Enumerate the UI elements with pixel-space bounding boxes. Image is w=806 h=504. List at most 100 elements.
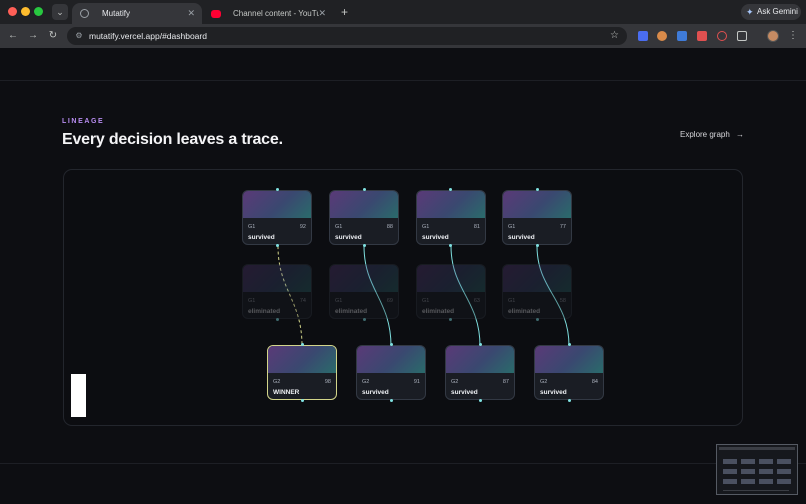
lineage-node-eliminated[interactable]: G1 74 eliminated xyxy=(242,264,312,319)
node-generation: G1 xyxy=(508,224,516,230)
node-port xyxy=(449,318,452,321)
ask-gemini-label: Ask Gemini xyxy=(757,7,798,16)
url-text[interactable]: mutatify.vercel.app/#dashboard xyxy=(89,31,207,41)
tab-youtube-studio[interactable]: Channel content - YouTube Studio ✕ xyxy=(203,3,333,24)
node-score: 81 xyxy=(473,224,480,230)
node-status: eliminated xyxy=(335,308,368,315)
node-status: survived xyxy=(540,389,567,396)
node-port xyxy=(479,343,482,346)
bookmark-star-icon[interactable]: ☆ xyxy=(610,30,619,41)
node-score: 87 xyxy=(502,379,509,385)
lineage-node-eliminated[interactable]: G1 58 eliminated xyxy=(502,264,572,319)
lineage-node-eliminated[interactable]: G1 63 eliminated xyxy=(416,264,486,319)
node-generation: G2 xyxy=(362,379,370,385)
node-score: 92 xyxy=(299,224,306,230)
node-score: 91 xyxy=(413,379,420,385)
extensions-puzzle-icon[interactable] xyxy=(737,31,747,41)
lineage-node[interactable]: G1 81 survived xyxy=(416,190,486,245)
extension-bookmark-icon[interactable] xyxy=(638,31,648,41)
node-port xyxy=(449,244,452,247)
node-generation: G1 xyxy=(422,224,430,230)
node-port xyxy=(363,188,366,191)
node-status: survived xyxy=(422,234,449,241)
lineage-node-eliminated[interactable]: G1 69 eliminated xyxy=(329,264,399,319)
lineage-node[interactable]: G1 92 survived xyxy=(242,190,312,245)
lineage-node[interactable]: G2 84 survived xyxy=(534,345,604,400)
edge-winner xyxy=(277,245,303,347)
node-generation: G2 xyxy=(540,379,548,385)
lineage-node[interactable]: G2 87 survived xyxy=(445,345,515,400)
node-port xyxy=(568,343,571,346)
extension-folder-icon[interactable] xyxy=(677,31,687,41)
page-minimap-thumbnail[interactable] xyxy=(716,444,798,495)
close-tab-icon[interactable]: ✕ xyxy=(318,8,326,18)
extension-timer-icon[interactable] xyxy=(717,31,727,41)
explore-graph-label: Explore graph xyxy=(680,130,730,139)
node-score: 88 xyxy=(386,224,393,230)
white-block xyxy=(71,374,86,417)
edge-survivor xyxy=(450,245,481,347)
minimize-window-button[interactable] xyxy=(21,7,30,16)
browser-tabstrip: ⌄ Mutatify ✕ Channel content - YouTube S… xyxy=(0,0,806,24)
arrow-right-icon: → xyxy=(736,130,745,139)
node-port xyxy=(276,244,279,247)
close-tab-icon[interactable]: ✕ xyxy=(187,8,195,18)
back-arrow-icon[interactable]: ← xyxy=(8,30,18,41)
node-port xyxy=(301,343,304,346)
node-port xyxy=(449,188,452,191)
node-score: 77 xyxy=(559,224,566,230)
node-port xyxy=(536,318,539,321)
edge-survivor xyxy=(536,245,570,347)
tab-search-chevron-icon[interactable]: ⌄ xyxy=(52,4,68,20)
browser-toolbar: ← → ↻ ⚙ mutatify.vercel.app/#dashboard ☆… xyxy=(0,24,806,48)
node-port xyxy=(536,244,539,247)
lineage-graph-panel[interactable]: G1 92 survived G1 88 survived G1 81 surv… xyxy=(63,169,743,426)
node-generation: G1 xyxy=(248,298,256,304)
reload-icon[interactable]: ↻ xyxy=(48,30,58,41)
lineage-node[interactable]: G1 88 survived xyxy=(329,190,399,245)
node-port xyxy=(536,188,539,191)
lineage-node[interactable]: G2 91 survived xyxy=(356,345,426,400)
extension-cat-icon[interactable] xyxy=(657,31,667,41)
node-score: 69 xyxy=(386,298,393,304)
profile-avatar[interactable] xyxy=(767,30,779,42)
node-score: 58 xyxy=(559,298,566,304)
node-port xyxy=(276,188,279,191)
close-window-button[interactable] xyxy=(8,7,17,16)
node-status: survived xyxy=(335,234,362,241)
tab-title: Mutatify xyxy=(102,9,131,18)
address-bar[interactable]: ⚙ mutatify.vercel.app/#dashboard ☆ xyxy=(67,27,627,45)
lineage-node-winner[interactable]: G2 98 WINNER xyxy=(267,345,337,400)
node-status: survived xyxy=(508,234,535,241)
node-status: eliminated xyxy=(508,308,541,315)
node-generation: G1 xyxy=(508,298,516,304)
lineage-node[interactable]: G1 77 survived xyxy=(502,190,572,245)
forward-arrow-icon[interactable]: → xyxy=(28,30,38,41)
page-content: LINEAGE Every decision leaves a trace. E… xyxy=(0,48,806,504)
extension-red-icon[interactable] xyxy=(697,31,707,41)
node-generation: G1 xyxy=(335,224,343,230)
node-port xyxy=(363,318,366,321)
divider xyxy=(0,463,806,464)
ask-gemini-button[interactable]: ✦ Ask Gemini xyxy=(741,4,801,20)
node-score: 63 xyxy=(473,298,480,304)
divider xyxy=(0,80,806,81)
gemini-spark-icon: ✦ xyxy=(746,7,754,17)
node-port xyxy=(301,399,304,402)
new-tab-plus-icon[interactable]: + xyxy=(341,5,349,19)
explore-graph-link[interactable]: Explore graph → xyxy=(680,130,744,139)
node-status: WINNER xyxy=(273,389,300,396)
site-info-icon[interactable]: ⚙ xyxy=(75,31,83,40)
node-port xyxy=(276,318,279,321)
node-status: eliminated xyxy=(248,308,281,315)
tab-mutatify[interactable]: Mutatify ✕ xyxy=(72,3,202,24)
lineage-edges xyxy=(277,245,570,347)
node-generation: G2 xyxy=(273,379,281,385)
more-menu-icon[interactable]: ⋮ xyxy=(788,30,798,41)
node-score: 74 xyxy=(299,298,306,304)
node-generation: G2 xyxy=(451,379,459,385)
node-port xyxy=(390,399,393,402)
section-eyebrow: LINEAGE xyxy=(62,118,105,125)
node-score: 98 xyxy=(324,379,331,385)
maximize-window-button[interactable] xyxy=(34,7,43,16)
